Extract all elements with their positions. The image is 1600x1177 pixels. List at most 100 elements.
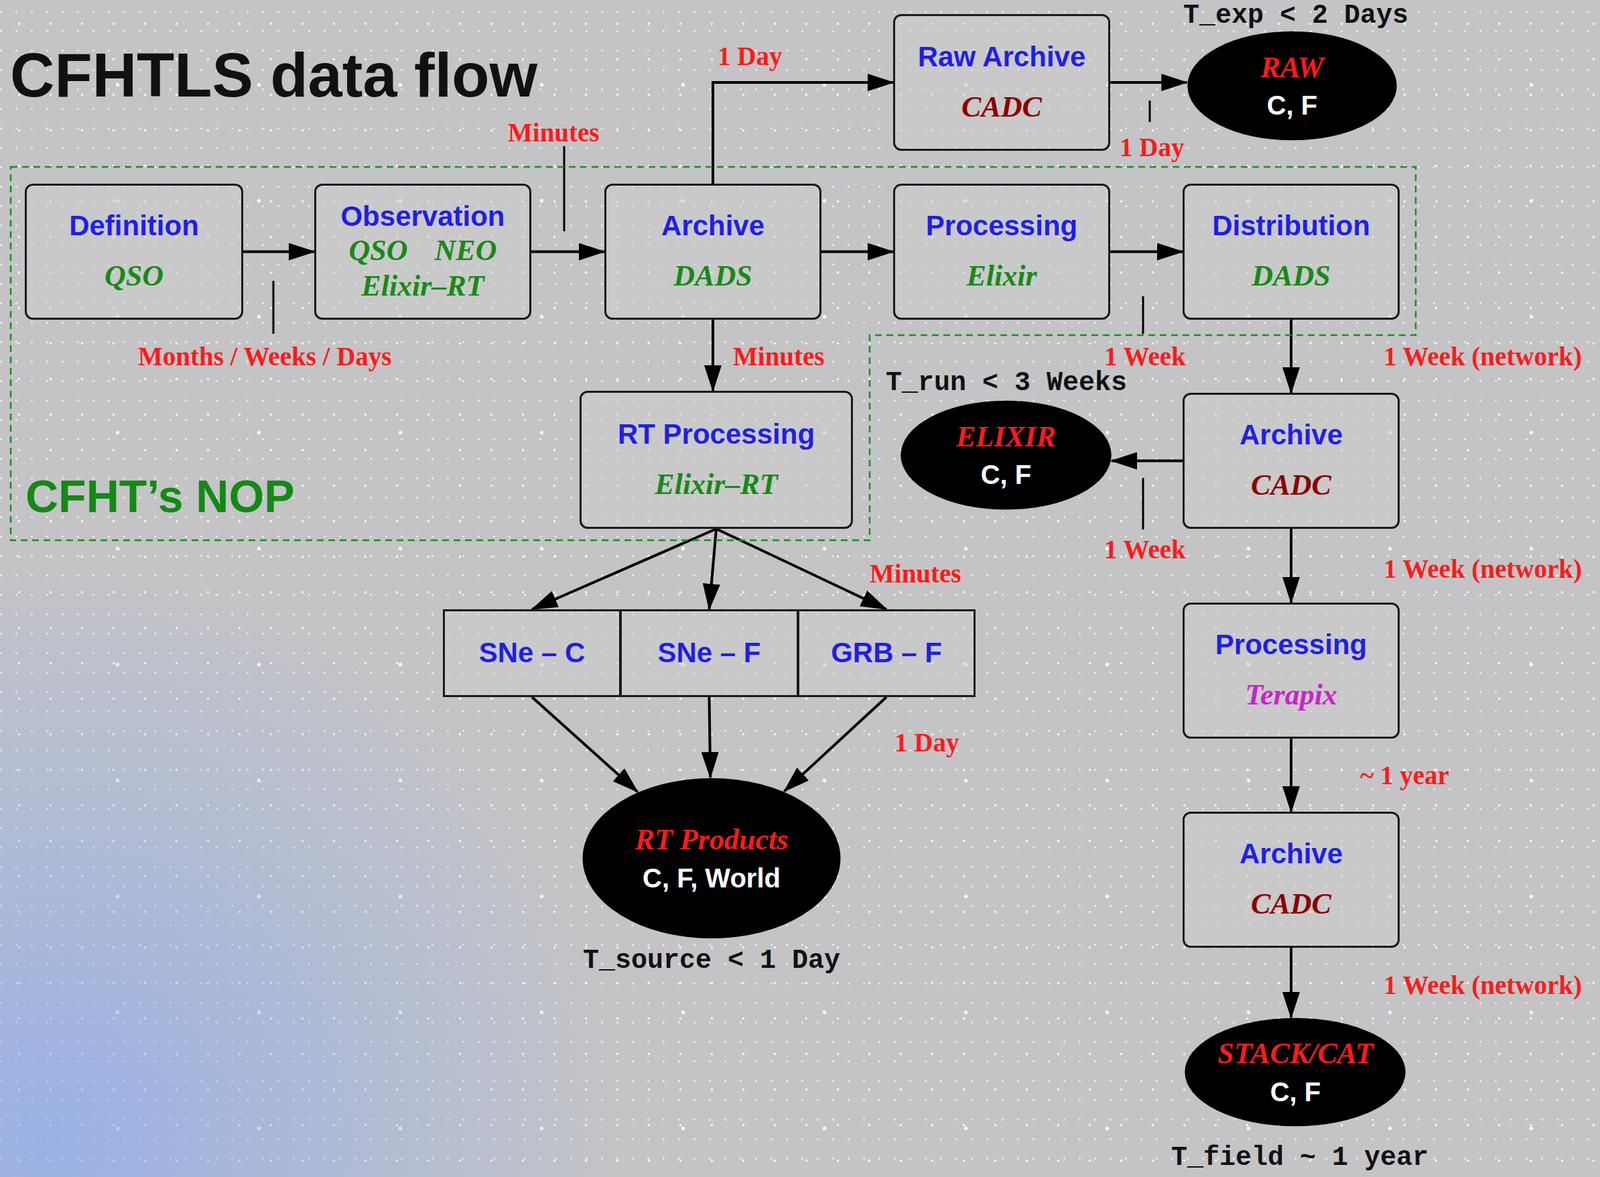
- node-heading: GRB – F: [830, 636, 943, 669]
- node-subtext: NEO: [434, 233, 498, 269]
- node-content: ArchiveDADS: [606, 185, 820, 318]
- dashed-boundary: [10, 166, 1416, 541]
- node-heading: Archive: [1239, 837, 1343, 870]
- flow-arrow: [711, 319, 715, 391]
- edge-label: 1 Day: [717, 42, 782, 70]
- text-row: RT Products: [635, 822, 789, 857]
- text-row: CADC: [1250, 887, 1332, 922]
- text-row: STACK/CAT: [1217, 1036, 1373, 1071]
- ellipse-outline: [899, 400, 1113, 510]
- process-box: ArchiveDADS: [604, 183, 822, 320]
- node-subtext: Elixir: [966, 259, 1037, 294]
- node-content: ObservationQSONEOElixir–RT: [316, 185, 530, 318]
- edge-label: 1 Day: [894, 728, 959, 756]
- flow-arrow: [1289, 528, 1293, 603]
- flow-arrow: [1289, 947, 1293, 1018]
- flow-arrow: [531, 250, 605, 254]
- timing-note: T_source < 1 Day: [582, 947, 841, 975]
- node-subtext: Elixir–RT: [361, 269, 484, 304]
- process-box: Raw ArchiveCADC: [893, 14, 1111, 151]
- ellipse-fill: [582, 777, 841, 939]
- output-ellipse: RT Products C, F, World: [581, 777, 842, 939]
- edge-label: ~ 1 year: [1360, 761, 1450, 788]
- edge-label: Months / Weeks / Days: [138, 343, 392, 370]
- text-row: SNe – C: [479, 636, 586, 669]
- leader-tick: [272, 280, 275, 334]
- text-row: Archive: [1239, 837, 1343, 870]
- text-row: Elixir–RT: [654, 467, 778, 502]
- edge-label: 1 Week (network): [1383, 971, 1582, 998]
- leader-tick: [1142, 296, 1145, 334]
- text-row: RT Processing: [617, 418, 815, 451]
- node-content: RT Products C, F, World: [581, 777, 842, 939]
- node-subtext: CADC: [1250, 887, 1332, 922]
- text-row: Archive: [1239, 418, 1343, 451]
- text-row: QSO NEO: [349, 233, 498, 269]
- process-box: ObservationQSONEOElixir–RT: [314, 183, 532, 320]
- text-row: Processing: [925, 209, 1078, 242]
- flow-arrow: [1110, 81, 1187, 84]
- flow-arrow: [531, 696, 638, 792]
- edge-label: Minutes: [507, 119, 600, 146]
- flow-arrow: [1289, 319, 1293, 393]
- output-ellipse: STACK/CAT C, F: [1183, 1017, 1407, 1127]
- text-row: C, F, World: [642, 862, 781, 894]
- text-row: C, F: [980, 458, 1032, 490]
- leader-tick: [563, 146, 566, 232]
- edge-label: 1 Week (network): [1383, 555, 1582, 582]
- edge-label: Minutes: [732, 343, 825, 370]
- node-heading: RT Processing: [617, 418, 815, 451]
- leader-tick: [1149, 100, 1152, 122]
- node-content: STACK/CAT C, F: [1183, 1017, 1407, 1127]
- output-ellipse: RAWC, F: [1186, 30, 1398, 141]
- ellipse-outline: [1186, 30, 1398, 141]
- node-heading: RAW: [1260, 50, 1324, 86]
- node-subtext: C, F: [1270, 1076, 1322, 1107]
- node-heading: SNe – F: [657, 636, 761, 669]
- node-subtext: CADC: [961, 90, 1042, 125]
- node-subtext: Elixir–RT: [654, 467, 778, 502]
- edge-label: 1 Week: [1104, 536, 1186, 563]
- text-row: C, F: [1270, 1076, 1322, 1107]
- text-row: ELIXIR: [956, 420, 1056, 455]
- node-heading: SNe – C: [479, 636, 586, 669]
- text-row: Elixir–RT: [361, 269, 484, 304]
- node-subtext: CADC: [1250, 468, 1332, 503]
- leader-tick: [1142, 477, 1145, 530]
- flow-arrow: [1111, 459, 1183, 463]
- node-subtext: QSO: [104, 259, 164, 294]
- node-content: DefinitionQSO: [26, 185, 242, 318]
- text-row: Definition: [69, 209, 199, 242]
- node-content: ELIXIRC, F: [899, 400, 1113, 510]
- ellipse-outline: [1183, 1017, 1407, 1127]
- node-content: GRB – F: [799, 611, 974, 695]
- node-content: RT ProcessingElixir–RT: [581, 392, 851, 527]
- edge-label: 1 Week: [1104, 343, 1186, 370]
- text-row: Terapix: [1244, 678, 1338, 713]
- node-heading: Raw Archive: [917, 40, 1087, 74]
- flow-arrow: [783, 696, 887, 792]
- text-row: C, F: [1267, 89, 1318, 121]
- node-heading: Archive: [1239, 418, 1343, 451]
- text-row: RAW: [1260, 50, 1324, 86]
- node-content: SNe – F: [621, 611, 797, 695]
- diagram-title: CFHTLS data flow: [10, 44, 538, 106]
- node-subtext: QSO: [349, 233, 409, 269]
- node-content: ProcessingTerapix: [1184, 604, 1398, 737]
- flow-arrow: [712, 82, 894, 184]
- node-subtext: DADS: [1251, 259, 1330, 294]
- node-heading: RT Products: [635, 822, 789, 857]
- process-box: ArchiveCADC: [1182, 811, 1400, 948]
- timing-note: T_exp < 2 Days: [1183, 2, 1409, 30]
- text-row: Archive: [661, 209, 765, 242]
- process-box: ArchiveCADC: [1182, 392, 1400, 529]
- text-row: GRB – F: [830, 636, 943, 669]
- text-row: QSO: [104, 259, 164, 294]
- text-row: SNe – F: [657, 636, 761, 669]
- node-heading: ELIXIR: [956, 420, 1056, 455]
- text-row: Elixir: [966, 259, 1037, 294]
- node-subtext: C, F: [1267, 89, 1318, 121]
- process-box: DistributionDADS: [1182, 183, 1400, 320]
- node-subtext: DADS: [673, 259, 752, 294]
